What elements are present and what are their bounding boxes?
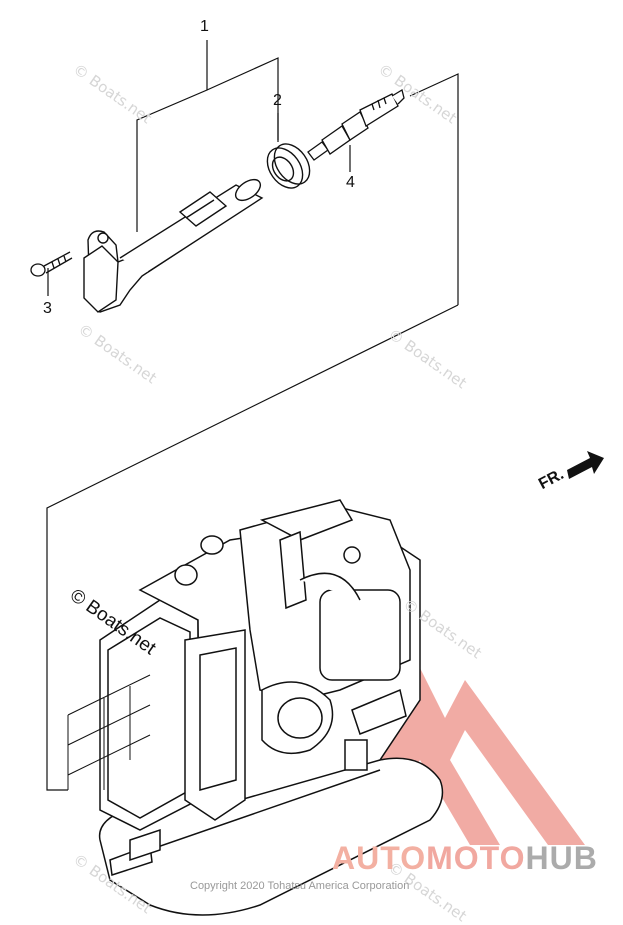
brand-part-moto: MOTO [426,840,526,876]
brand-part-hub: HUB [525,840,598,876]
frame-overlay-lines [67,674,151,790]
brand-wordmark: AUTOMOTOHUB [332,840,598,877]
brand-part-auto: AUTO [332,840,427,876]
engine-block [98,499,444,916]
front-arrow-icon [567,451,604,479]
copyright-text: Copyright 2020 Tohatsu America Corporati… [190,880,410,892]
callout-2: 2 [273,92,282,109]
spark-plug [307,88,405,161]
callout-1: 1 [200,18,209,35]
brand-logo-mark [337,668,585,845]
callout-3: 3 [43,300,52,317]
seal-ring [266,143,311,189]
callout-4: 4 [346,174,355,191]
callout-leaders [46,40,459,791]
ignition-coil [83,178,264,313]
bolt [30,251,73,277]
